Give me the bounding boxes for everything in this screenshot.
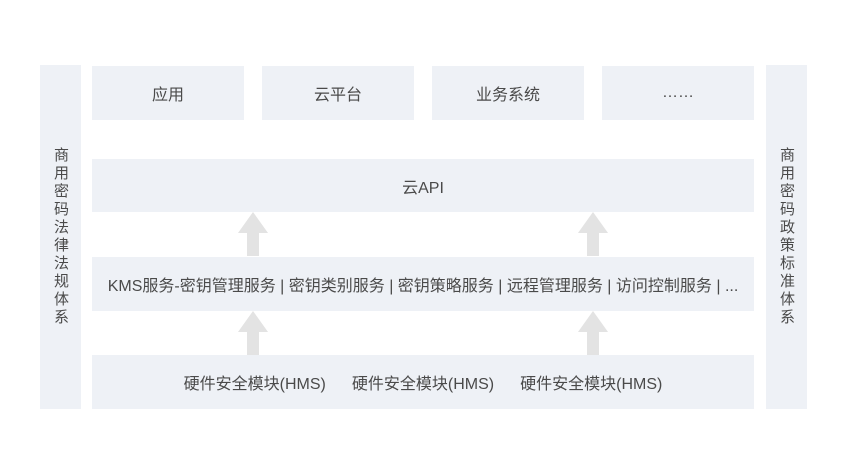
up-arrow-shaft (247, 233, 259, 256)
up-arrow-icon (238, 212, 268, 256)
hms-modules-layer: 硬件安全模块(HMS) 硬件安全模块(HMS) 硬件安全模块(HMS) (92, 355, 754, 409)
business-system-box: 业务系统 (432, 66, 584, 120)
pillar-policy-standards: 商用密码政策标准体系 (766, 65, 807, 409)
hms-module-label: 硬件安全模块(HMS) (351, 376, 495, 393)
up-arrow-shaft (247, 332, 259, 355)
hms-module-label: 硬件安全模块(HMS) (520, 376, 663, 393)
up-arrow-icon (238, 311, 268, 355)
up-arrow-icon (578, 212, 608, 256)
up-arrow-icon (578, 311, 608, 355)
up-arrow-head (578, 212, 608, 233)
cloud-api-layer: 云API (92, 159, 754, 212)
kms-services-layer: KMS服务-密钥管理服务 | 密钥类别服务 | 密钥策略服务 | 远程管理服务 … (92, 257, 754, 311)
up-arrow-head (578, 311, 608, 332)
pillar-policy-standards-label: 商用密码政策标准体系 (778, 147, 795, 327)
up-arrow-shaft (587, 332, 599, 355)
ellipsis-box: …… (602, 66, 754, 120)
application-box: 应用 (92, 66, 244, 120)
pillar-laws-regulations-label: 商用密码法律法规体系 (52, 147, 69, 327)
hms-module-label: 硬件安全模块(HMS) (183, 376, 326, 393)
up-arrow-shaft (587, 233, 599, 256)
up-arrow-head (238, 212, 268, 233)
cloud-platform-box: 云平台 (262, 66, 414, 120)
up-arrow-head (238, 311, 268, 332)
consumer-row: 应用 云平台 业务系统 …… (92, 66, 754, 120)
pillar-laws-regulations: 商用密码法律法规体系 (40, 65, 81, 409)
